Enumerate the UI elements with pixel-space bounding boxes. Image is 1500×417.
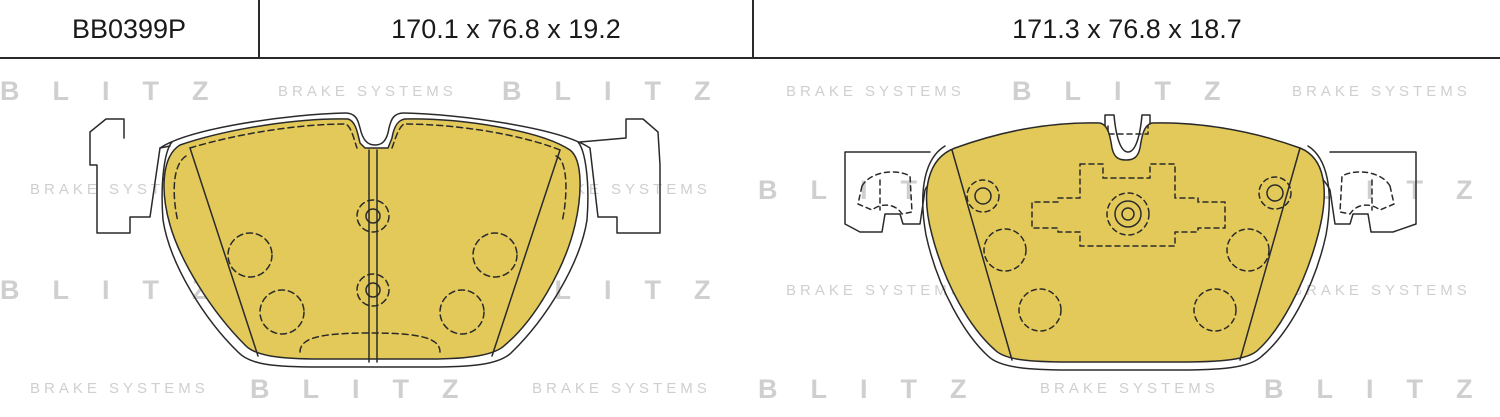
watermark-tagline: BRAKE SYSTEMS	[278, 83, 457, 100]
watermark-brand: BLITZ	[250, 374, 492, 404]
left-friction-pad	[163, 118, 581, 360]
right-piston-circle	[966, 179, 1000, 213]
watermark-brand: BLITZ	[1264, 374, 1500, 404]
watermark-tagline: BRAKE SYSTEMS	[1292, 282, 1471, 299]
watermark-brand: BLITZ	[502, 76, 744, 106]
right-friction-pad	[925, 122, 1325, 363]
right-chamfer-line	[1239, 147, 1301, 361]
watermark-tagline: BRAKE SYSTEMS	[786, 83, 965, 100]
left-piston-circle	[356, 273, 390, 307]
left-chamfer-line	[189, 147, 259, 357]
left-piston-circle	[259, 289, 305, 335]
watermark-brand: BLITZ	[0, 76, 242, 106]
header-divider	[752, 0, 754, 58]
header-bar: BB0399P 170.1 x 76.8 x 19.2 171.3 x 76.8…	[0, 0, 1500, 59]
right-piston-circle	[1106, 192, 1150, 236]
watermark-brand: BLITZ	[0, 275, 242, 305]
right-chamfer-line	[951, 149, 1013, 361]
left-chamfer-line	[491, 149, 561, 357]
right-brake-pad	[844, 114, 1417, 371]
watermark-tagline: BRAKE SYSTEMS	[30, 181, 209, 198]
watermark-tagline: BRAKE SYSTEMS	[1292, 83, 1471, 100]
right-piston-circle	[983, 228, 1027, 272]
part-number: BB0399P	[71, 13, 187, 44]
dimensions-right: 171.3 x 76.8 x 18.7	[1012, 13, 1242, 44]
watermark-tagline: BRAKE SYSTEMS	[532, 380, 711, 397]
watermark-tagline: BRAKE SYSTEMS	[30, 380, 209, 397]
right-piston-circle	[1258, 176, 1292, 210]
watermark-brand: BLITZ	[758, 374, 1000, 404]
watermark-brand: BLITZ	[1012, 76, 1254, 106]
watermark-tagline: BRAKE SYSTEMS	[786, 282, 965, 299]
right-piston-circle	[1193, 288, 1237, 332]
right-piston-circle	[1226, 228, 1270, 272]
left-piston-circle	[439, 289, 485, 335]
watermark-tagline: BRAKE SYSTEMS	[1040, 380, 1219, 397]
left-brake-pad	[89, 112, 661, 368]
dimensions-left: 170.1 x 76.8 x 19.2	[391, 13, 621, 44]
right-piston-circle	[1018, 288, 1062, 332]
header-divider	[258, 0, 260, 58]
left-piston-circle	[227, 232, 273, 278]
header-underline	[0, 57, 1500, 59]
left-piston-circle	[472, 232, 518, 278]
left-piston-circle	[356, 199, 390, 233]
left-backing-plate	[89, 112, 661, 234]
